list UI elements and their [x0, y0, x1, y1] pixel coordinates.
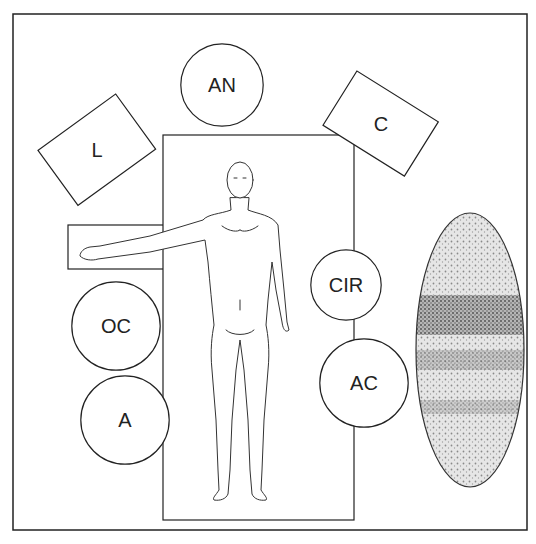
shape-border [181, 44, 263, 126]
station-label: AC [350, 373, 378, 393]
sterile-field [410, 210, 530, 490]
shape-border [72, 282, 160, 370]
shape-border [323, 71, 438, 176]
shape-border [320, 339, 408, 427]
surgeon-position: CIR [310, 249, 382, 321]
station-label: OC [101, 316, 131, 336]
station-label: A [118, 410, 131, 430]
circulating-station: OC [71, 281, 161, 371]
station-label: L [91, 140, 102, 160]
auxiliary-station: A [80, 375, 170, 465]
station-label: AN [208, 75, 236, 95]
linen-table: L [38, 94, 156, 205]
station-label: CIR [329, 275, 363, 295]
shape-border [38, 94, 156, 205]
anesthesia-station: AN [180, 43, 264, 127]
shape-border [311, 250, 381, 320]
cart-table: C [323, 71, 438, 176]
patient-figure [80, 162, 289, 500]
station-label: C [374, 114, 388, 134]
assistant-position: AC [319, 338, 409, 428]
shape-border [81, 376, 169, 464]
